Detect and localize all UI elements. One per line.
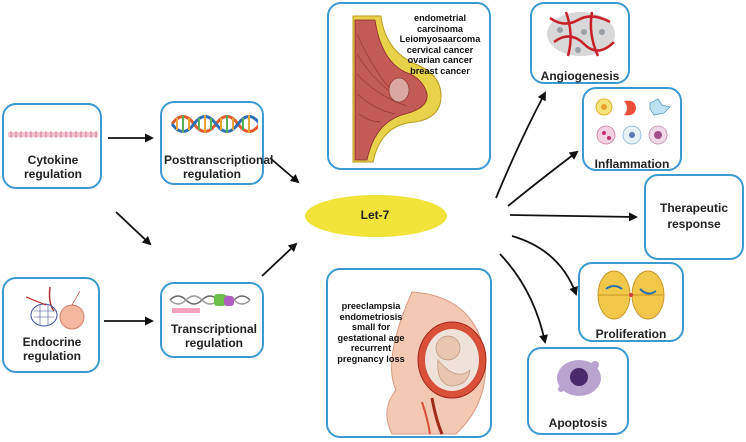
arrow-cytokine-to-transcriptional — [115, 211, 152, 246]
apoptotic-cell-icon — [557, 360, 601, 396]
arrow-let7-to-apoptosis — [499, 253, 548, 344]
let7-label: Let-7 — [360, 208, 390, 222]
cancers-box: endometrial carcinoma Leiomyosaarcoma ce… — [327, 2, 491, 170]
therapeutic-box: Therapeutic response — [644, 174, 744, 260]
cell-division-icon — [597, 270, 665, 320]
let7-ellipse — [305, 195, 447, 237]
transcriptional-label: Transcriptional regulation — [170, 322, 258, 350]
cancer-item: Leiomyosaarcoma — [399, 34, 481, 45]
transcriptional-box: Transcriptional regulation — [160, 282, 264, 358]
posttranscriptional-label: Posttranscriptional regulation — [164, 153, 274, 181]
arrow-transcriptional-to-let7 — [261, 242, 298, 277]
cytokine-box: Cytokine regulation — [2, 103, 102, 189]
arrow-let7-to-therapeutic — [509, 212, 638, 222]
pregnancy-item: recurrent — [350, 343, 392, 354]
cancer-list: endometrial carcinoma Leiomyosaarcoma ce… — [391, 13, 489, 77]
cytokine-label: Cytokine regulation — [23, 153, 82, 181]
transcription-complex-icon — [169, 294, 251, 313]
pregnancy-item: pregnancy loss — [337, 353, 405, 364]
breast-anatomy-illustration — [352, 15, 442, 163]
apoptosis-box: Apoptosis — [527, 347, 629, 435]
pregnancy-item: gestational age — [337, 332, 405, 343]
cancer-item: ovarian cancer — [407, 55, 473, 66]
immune-cells-icon — [595, 98, 671, 145]
therapeutic-label: Therapeutic response — [659, 201, 728, 231]
arrow-let7-to-angiogenesis — [495, 91, 546, 199]
pregnancy-box: preeclampsia endometriosis small for ges… — [326, 268, 492, 438]
cancer-item: breast cancer — [410, 65, 470, 76]
proliferation-label: Proliferation — [595, 327, 667, 341]
inflammation-box: Inflammation — [582, 87, 682, 171]
pregnancy-item: preeclampsia — [341, 301, 401, 311]
pregnancy-item: endometriosis — [339, 311, 403, 322]
posttranscriptional-box: Posttranscriptional regulation — [160, 101, 274, 185]
apoptosis-label: Apoptosis — [548, 416, 608, 430]
inflammation-label: Inflammation — [594, 157, 670, 171]
blood-vessel-network-icon — [547, 11, 615, 57]
arrow-let7-to-proliferation — [511, 235, 578, 296]
pregnancy-item: small for — [351, 322, 391, 333]
pregnancy-anatomy-illustration — [386, 291, 487, 435]
endocrine-box: Endocrine regulation — [2, 277, 100, 373]
proliferation-box: Proliferation — [578, 262, 684, 342]
cytokine-illustration — [8, 131, 98, 138]
pregnancy-list: preeclampsia endometriosis small for ges… — [334, 301, 408, 365]
pituitary-gland-icon — [25, 286, 85, 330]
dna-helix-icon — [170, 115, 258, 133]
arrow-posttranscriptional-to-let7 — [269, 157, 300, 184]
cancer-item: endometrial carcinoma — [413, 13, 467, 34]
arrow-let7-to-inflammation — [507, 150, 579, 207]
angiogenesis-box: Angiogenesis — [530, 2, 630, 84]
cancer-item: cervical cancer — [406, 44, 474, 55]
endocrine-label: Endocrine regulation — [22, 335, 82, 363]
angiogenesis-label: Angiogenesis — [540, 69, 620, 83]
